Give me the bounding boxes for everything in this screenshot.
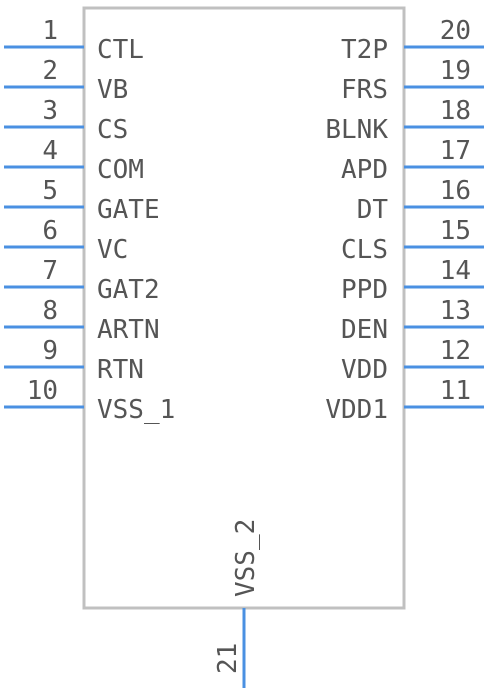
pin-6-number: 6 — [42, 216, 58, 246]
pin-1-name: CTL — [97, 35, 144, 65]
pin-11-number: 11 — [440, 376, 471, 406]
pin-21-number: 21 — [213, 643, 243, 674]
pin-9-name: RTN — [97, 355, 144, 385]
pin-17-name: APD — [341, 155, 388, 185]
pin-18-name: BLNK — [325, 115, 388, 145]
pin-10-number: 10 — [27, 376, 58, 406]
pin-3-name: CS — [97, 115, 128, 145]
pin-13-number: 13 — [440, 296, 471, 326]
pin-15-name: CLS — [341, 235, 388, 265]
pin-4-name: COM — [97, 155, 144, 185]
pin-6-name: VC — [97, 235, 128, 265]
pin-13-name: DEN — [341, 315, 388, 345]
pin-4-number: 4 — [42, 136, 58, 166]
pin-10-name: VSS_1 — [97, 395, 175, 425]
pin-7-name: GAT2 — [97, 275, 160, 305]
pin-18-number: 18 — [440, 96, 471, 126]
pin-17-number: 17 — [440, 136, 471, 166]
pin-2-number: 2 — [42, 56, 58, 86]
pin-9-number: 9 — [42, 336, 58, 366]
pin-5-name: GATE — [97, 195, 160, 225]
pin-20-number: 20 — [440, 16, 471, 46]
pin-20-name: T2P — [341, 35, 388, 65]
pin-19-number: 19 — [440, 56, 471, 86]
pin-14-name: PPD — [341, 275, 388, 305]
pin-14-number: 14 — [440, 256, 471, 286]
pin-12-name: VDD — [341, 355, 388, 385]
pin-3-number: 3 — [42, 96, 58, 126]
pin-7-number: 7 — [42, 256, 58, 286]
pin-21-name: VSS_2 — [231, 519, 261, 597]
pin-12-number: 12 — [440, 336, 471, 366]
pin-16-name: DT — [357, 195, 389, 225]
pin-5-number: 5 — [42, 176, 58, 206]
pin-1-number: 1 — [42, 16, 58, 46]
pin-11-name: VDD1 — [325, 395, 388, 425]
pin-15-number: 15 — [440, 216, 471, 246]
pin-2-name: VB — [97, 75, 128, 105]
pin-16-number: 16 — [440, 176, 471, 206]
bottom-pin-group: 21 VSS_2 — [213, 519, 261, 688]
pin-19-name: FRS — [341, 75, 388, 105]
pin-8-name: ARTN — [97, 315, 160, 345]
pin-8-number: 8 — [42, 296, 58, 326]
